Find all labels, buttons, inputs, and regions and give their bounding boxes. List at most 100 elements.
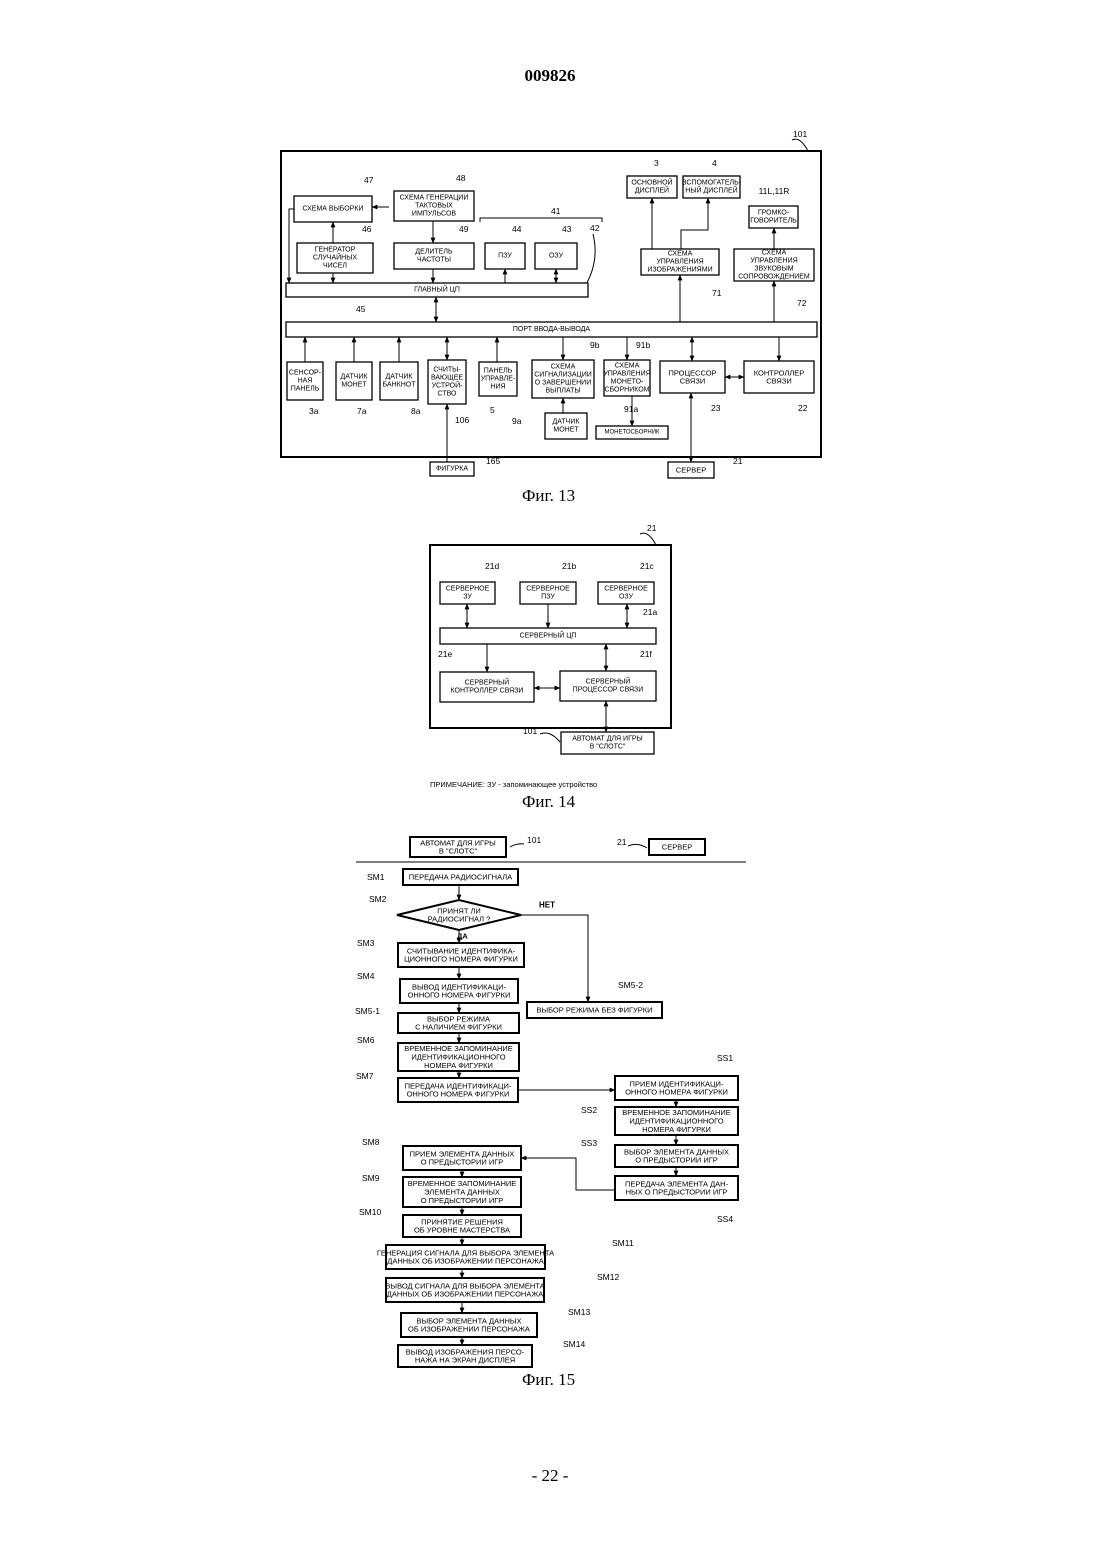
ref-9b: 9b [590,340,600,350]
fc-label-SM2: SM2 [369,894,387,904]
server-rom-label: ПЗУ [541,593,555,600]
connector-line [521,915,588,1002]
leader-line [640,533,656,545]
ref-21b: 21b [562,561,576,571]
fc-step-SM9-label: О ПРЕДЫСТОРИИ ИГР [421,1196,504,1205]
image-control-label: СХЕМА [668,251,693,258]
server-memory-label: ЗУ [463,593,472,600]
server-cpu-label: СЕРВЕРНЫЙ ЦП [520,631,577,640]
slot-machine-label: В "СЛОТС" [590,743,626,750]
hopper-control-label: МОНЕТО- [611,378,644,385]
frequency-divider-label: ЧАСТОТЫ [417,256,451,263]
io-port-label: ПОРТ ВВОДА-ВЫВОДА [513,326,591,333]
sampling-circuit-label: СХЕМА ВЫБОРКИ [302,206,363,213]
fc-step-SM6-label: НОМЕРА ФИГУРКИ [424,1061,493,1070]
clock-generator-label: ИМПУЛЬСОВ [412,210,456,217]
fc-header-server-label: СЕРВЕР [662,843,692,852]
fc-step-SM5-2-label: ВЫБОР РЕЖИМА БЕЗ ФИГУРКИ [536,1006,652,1015]
speaker-label: ГОВОРИТЕЛЬ [750,217,797,224]
reader-device-label: СЧИТЫ- [433,367,461,374]
fc-label-SS4: SS4 [717,1214,733,1224]
fc-label-SM4: SM4 [357,971,375,981]
fig14-caption: Фиг. 14 [522,792,575,812]
main-display-label: ДИСПЛЕЙ [635,185,669,194]
payout-signal-label: ВЫПЛАТЫ [545,387,580,394]
fc-label-SS2: SS2 [581,1105,597,1115]
image-control-label: ИЗОБРАЖЕНИЯМИ [647,266,712,273]
fig13-diagram: 101СХЕМА ВЫБОРКИ 47СХЕМА ГЕНЕРАЦИИТАКТОВЫ… [281,129,821,478]
fc-step-SM3-label: ЦИОННОГО НОМЕРА ФИГУРКИ [404,955,518,964]
fc-label-SM12: SM12 [597,1272,619,1282]
ref-5: 5 [490,405,495,415]
clock-generator-label: СХЕМА ГЕНЕРАЦИИ [400,195,469,202]
fc-step-SM2-label: РАДИОСИГНАЛ ? [428,915,491,924]
fc-step-SM1-label: ПЕРЕДАЧА РАДИОСИГНАЛА [409,873,512,882]
ref-44: 44 [512,224,522,234]
ref-23: 23 [711,403,721,413]
fc-no: НЕТ [539,901,555,910]
frame-ref: 101 [793,129,807,139]
ref-11: 11L,11R [759,186,790,196]
figure-token-label: ФИГУРКА [436,466,468,473]
control-panel-label: ПАНЕЛЬ [484,368,513,375]
reader-device-label: СТВО [438,390,458,397]
fc-step-SM14-label: НАЖА НА ЭКРАН ДИСПЛЕЯ [415,1356,515,1365]
server-label: СЕРВЕР [676,466,706,475]
fc-label-SM5-2: SM5-2 [618,980,643,990]
fc-label-SM3: SM3 [357,938,375,948]
hopper-control-label: СХЕМА [615,363,640,370]
fc-label-SM6: SM6 [357,1035,375,1045]
page-number: - 22 - [0,1466,1100,1486]
ref-91a: 91а [624,404,638,414]
fc-header-machine-label: В "СЛОТС" [439,847,478,856]
ref-48: 48 [456,173,466,183]
sound-control-label: УПРАВЛЕНИЯ [750,258,797,265]
server-rom-label: СЕРВЕРНОЕ [526,586,570,593]
fc-ref-101: 101 [527,835,541,845]
fc-step-SM8-label: О ПРЕДЫСТОРИИ ИГР [421,1158,504,1167]
image-control-label: УПРАВЛЕНИЯ [656,259,703,266]
server-ram-label: ОЗУ [619,593,634,600]
aux-display-label: НЫЙ ДИСПЛЕЙ [685,185,737,194]
hopper-control-label: УПРАВЛЕНИЯ [603,371,650,378]
server-comm-processor-label: СЕРВЕРНЫЙ [586,677,631,686]
fig13-caption: Фиг. 13 [522,486,575,506]
fc-step-SM5-1-label: С НАЛИЧИЕМ ФИГУРКИ [415,1023,502,1032]
fc-label-SS3: SS3 [581,1138,597,1148]
fc-label-SM7: SM7 [356,1071,374,1081]
bill-sensor-label: ДАТЧИК [386,374,414,381]
ref-41: 41 [551,206,561,216]
leader-line [792,139,808,151]
fig14-diagram: 21СЕРВЕРНОЕЗУ21dСЕРВЕРНОЕПЗУ21bСЕРВЕРНОЕ… [430,523,671,754]
ref-3a: 3а [309,406,319,416]
control-panel-label: НИЯ [490,383,505,390]
ref-46: 46 [362,224,372,234]
ref-21a: 21a [643,607,657,617]
fig15-caption: Фиг. 15 [522,1370,575,1390]
comm-processor-label: СВЯЗИ [680,377,706,386]
ref-45: 45 [356,304,366,314]
hopper-control-label: СБОРНИКОМ [604,386,649,393]
frequency-divider-label: ДЕЛИТЕЛЬ [415,249,453,256]
ref-21e: 21e [438,649,452,659]
main-cpu-label: ГЛАВНЫЙ ЦП [414,285,460,294]
speaker-label: ГРОМКО- [758,210,790,217]
comm-controller-label: СВЯЗИ [766,377,792,386]
coin-sensor-label: ДАТЧИК [341,374,369,381]
ref-8a: 8а [411,406,421,416]
touch-panel-label: НАЯ [298,378,313,385]
touch-panel-label: СЕНСОР- [289,370,322,377]
leader-line [628,844,647,848]
server-comm-processor-label: ПРОЦЕССОР СВЯЗИ [573,686,644,693]
clock-generator-label: ТАКТОВЫХ [415,203,453,210]
ref-101: 101 [523,726,537,736]
fig15-flowchart: АВТОМАТ ДЛЯ ИГРЫВ "СЛОТС"101СЕРВЕР21ПЕРЕ… [355,835,746,1367]
leader-line [510,844,524,847]
ref-22: 22 [798,403,808,413]
fc-label-SM5-1: SM5-1 [355,1006,380,1016]
ref-47: 47 [364,175,374,185]
bill-sensor-label: БАНКНОТ [382,381,416,388]
payout-signal-label: СИГНАЛИЗАЦИИ [534,372,592,379]
ref-106: 106 [455,415,469,425]
